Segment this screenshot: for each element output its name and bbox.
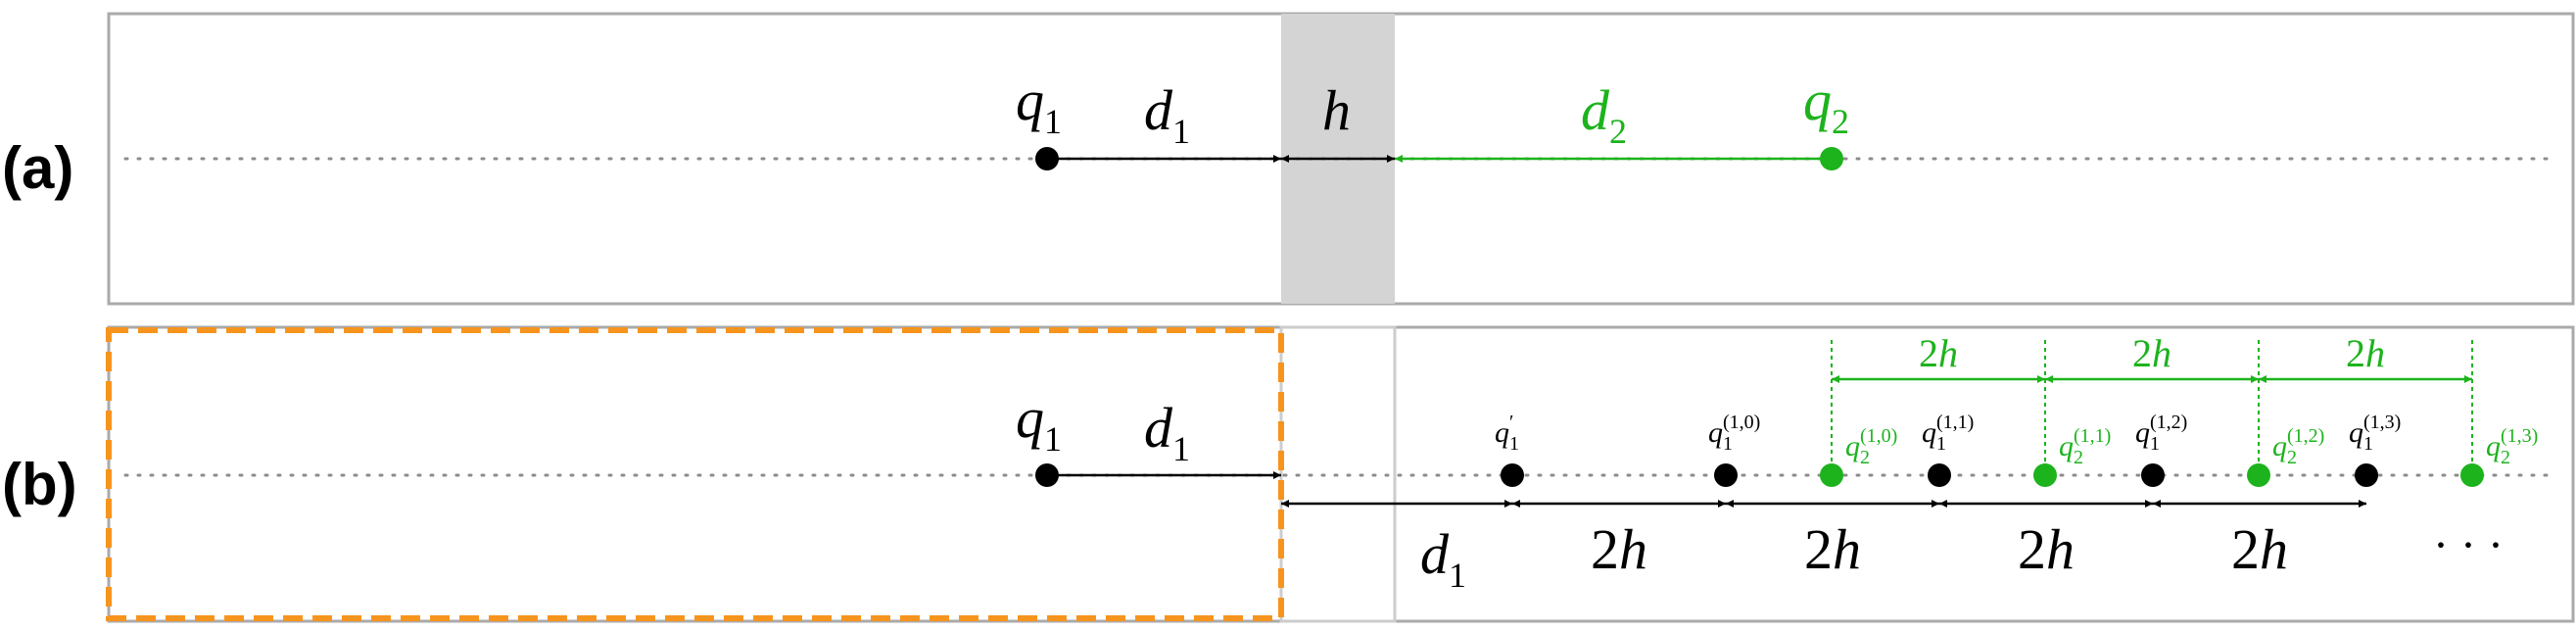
image-charge-dot	[1820, 463, 1843, 487]
panel-a-q1-charge	[1035, 147, 1059, 170]
image-charge-label: q1′	[1495, 412, 1519, 455]
image-charge-label: q1(1,2)	[2135, 412, 2187, 455]
panel-b-orange-region	[106, 327, 1284, 621]
image-charge-label: q2(1,3)	[2486, 425, 2538, 468]
panel-b-q1-charge	[1035, 463, 1059, 487]
image-charge-label: q1(1,1)	[1922, 412, 1974, 455]
ellipsis: · · ·	[2433, 519, 2504, 571]
panel-a-label: (a)	[2, 135, 73, 201]
image-charge-label: q2(1,2)	[2272, 425, 2324, 468]
black-spacing-label: 2h	[2018, 517, 2075, 581]
black-spacing-label: 2h	[2231, 517, 2288, 581]
image-charge-dot	[2355, 463, 2378, 487]
panel-a-d1-label: d1	[1144, 78, 1190, 151]
panel-a-q2-charge	[1820, 147, 1843, 170]
green-spacing-label: 2h	[1919, 331, 1958, 375]
image-charge-dot	[2033, 463, 2057, 487]
image-charge-label: q1(1,0)	[1708, 412, 1760, 455]
image-charges: q1′ q1(1,0) q2(1,0) q1(1,1) q2(1,1) q1(1,2) q2…	[1495, 412, 2538, 487]
image-charge-dot	[1928, 463, 1951, 487]
panel-a-h-label: h	[1322, 78, 1351, 142]
panel-a-q1-label: q1	[1016, 69, 1062, 141]
panel-b-q1-label: q1	[1016, 386, 1062, 459]
panel-b-label: (b)	[2, 452, 77, 517]
image-charge-label: q2(1,0)	[1845, 425, 1897, 468]
panel-b-d1-bottom-label: d1	[1420, 522, 1466, 595]
panel-a-d2-label: d2	[1581, 78, 1627, 151]
black-spacing-label: 2h	[1591, 517, 1647, 581]
green-spacing-label: 2h	[2346, 331, 2385, 375]
green-spacing-label: 2h	[2132, 331, 2171, 375]
image-charge-label: q1(1,3)	[2349, 412, 2401, 455]
panel-a-q2-label: q2	[1803, 69, 1849, 141]
panel-b-d1-top-label: d1	[1144, 396, 1190, 468]
image-charge-dot	[2460, 463, 2484, 487]
black-spacing-label: 2h	[1804, 517, 1861, 581]
image-charge-dot	[1501, 463, 1524, 487]
image-charge-label: q2(1,1)	[2059, 425, 2111, 468]
green-guides	[1831, 340, 2473, 475]
image-charge-dot	[2247, 463, 2270, 487]
image-charge-dot	[1714, 463, 1738, 487]
image-charge-dot	[2141, 463, 2165, 487]
